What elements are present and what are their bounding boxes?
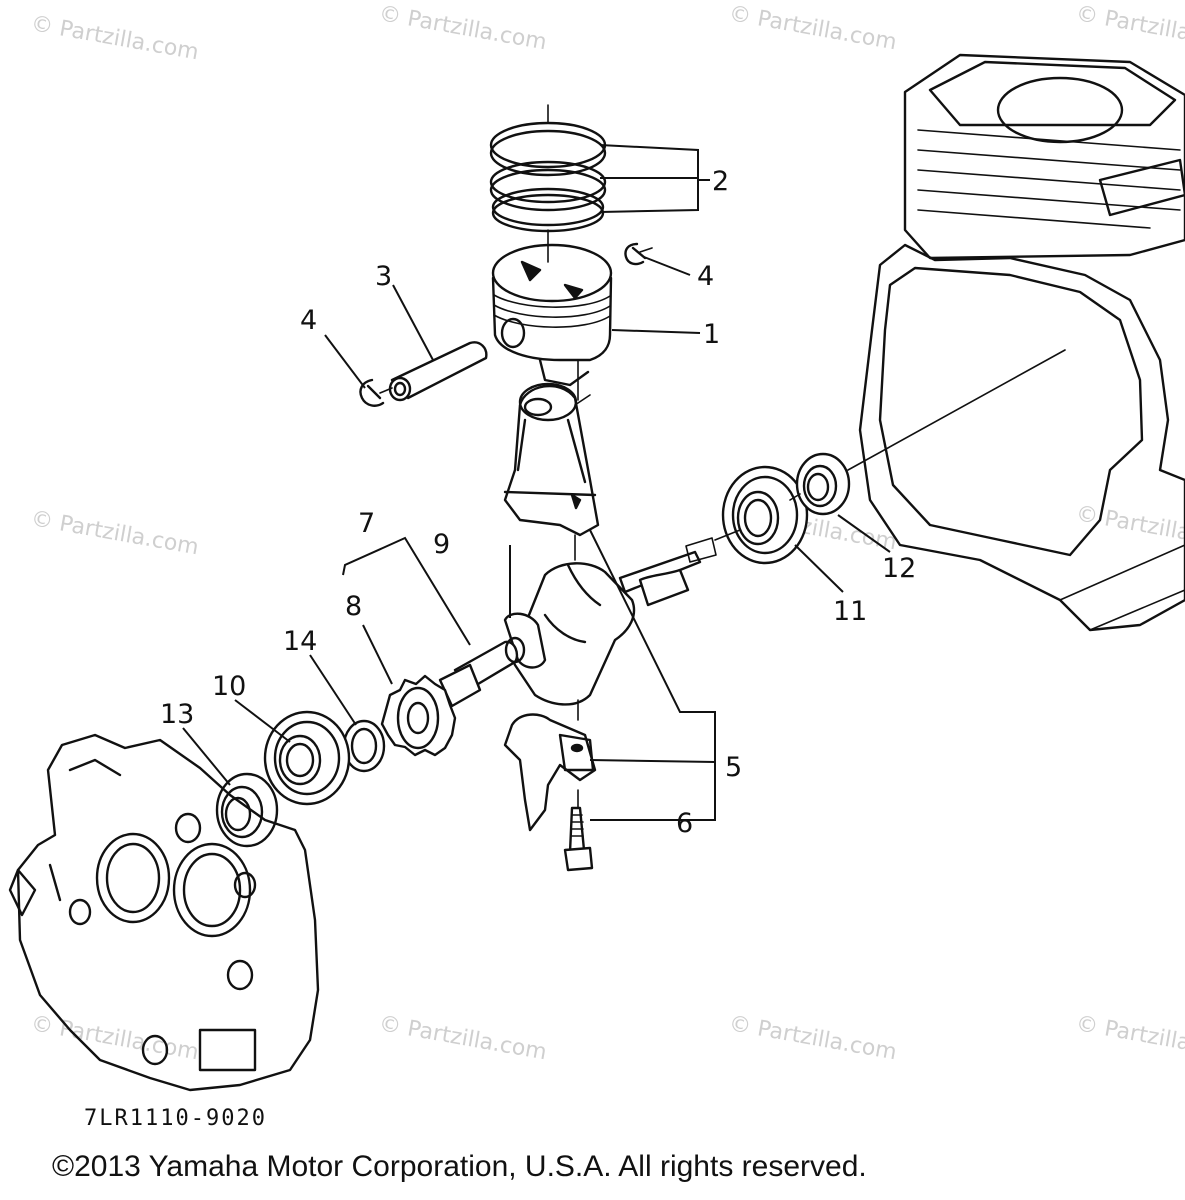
callout-14: 14 xyxy=(283,626,317,657)
watermark: © Partzilla.com xyxy=(29,11,201,65)
watermark: © Partzilla.com xyxy=(727,1,899,55)
rod-bolt xyxy=(563,806,594,872)
callout-4-right: 4 xyxy=(697,261,714,292)
callout-11: 11 xyxy=(833,596,867,627)
callout-10: 10 xyxy=(212,671,246,702)
watermark: © Partzilla.com xyxy=(377,1,549,55)
callouts: 1 2 3 4 4 5 6 7 8 9 10 11 12 13 14 xyxy=(160,166,916,839)
watermark: © Partzilla.com xyxy=(1074,1,1185,55)
connecting-rod xyxy=(503,382,600,537)
callout-2: 2 xyxy=(712,166,729,197)
callout-5: 5 xyxy=(725,752,742,783)
callout-4-left: 4 xyxy=(300,305,317,336)
diagram-code: 7LR1110-9020 xyxy=(84,1106,267,1131)
callout-7: 7 xyxy=(358,508,375,539)
piston xyxy=(491,243,613,387)
piston-pin-clips xyxy=(359,242,647,407)
callout-6: 6 xyxy=(676,808,693,839)
watermarks: © Partzilla.com © Partzilla.com © Partzi… xyxy=(29,1,1185,1065)
crankcase-right xyxy=(858,243,1185,632)
copyright-notice: ©2013 Yamaha Motor Corporation, U.S.A. A… xyxy=(52,1150,867,1183)
watermark: © Partzilla.com xyxy=(727,1011,899,1065)
callout-1: 1 xyxy=(703,319,720,350)
crankshaft xyxy=(438,537,717,708)
thrust-washer xyxy=(342,719,386,773)
axis-lines xyxy=(379,229,1066,809)
connecting-rod-cap xyxy=(503,713,597,832)
watermark: © Partzilla.com xyxy=(29,506,201,560)
oil-seal-left xyxy=(215,772,279,848)
bearing-right xyxy=(721,465,809,565)
piston-rings xyxy=(489,104,607,233)
crankcase-left xyxy=(8,733,320,1092)
oil-seal-right xyxy=(795,452,851,516)
cylinder-block xyxy=(903,53,1185,260)
watermark: © Partzilla.com xyxy=(377,1011,549,1065)
callout-13: 13 xyxy=(160,699,194,730)
piston-pin xyxy=(388,341,488,402)
leader-lines xyxy=(182,144,891,821)
watermark: © Partzilla.com xyxy=(29,1011,201,1065)
crank-gear xyxy=(380,674,457,757)
callout-3: 3 xyxy=(375,261,392,292)
callout-9: 9 xyxy=(433,529,450,560)
watermark: © Partzilla.com xyxy=(1074,501,1185,555)
callout-12: 12 xyxy=(882,553,916,584)
bearing-left xyxy=(263,710,351,806)
callout-8: 8 xyxy=(345,591,362,622)
watermark: © Partzilla.com xyxy=(1074,1011,1185,1065)
